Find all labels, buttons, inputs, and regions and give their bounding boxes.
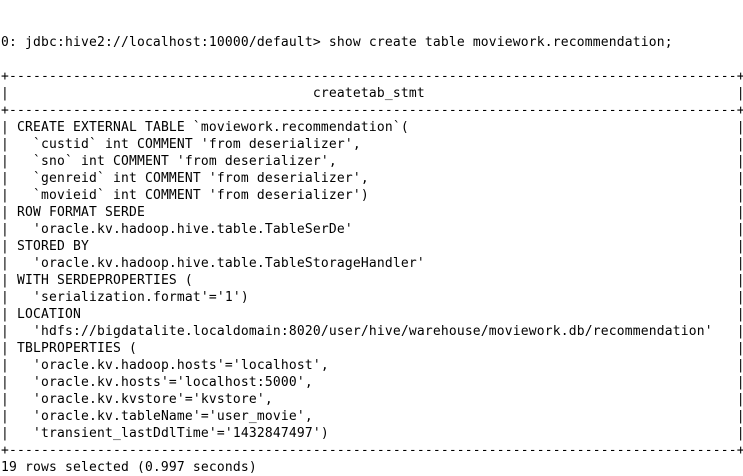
- table-row: | 'serialization.format'='1') |: [1, 290, 743, 305]
- table-border: +---------------------------------------…: [1, 69, 743, 84]
- table-row: | `movieid` int COMMENT 'from deserializ…: [1, 188, 743, 203]
- table-border: +---------------------------------------…: [1, 443, 743, 458]
- row-text: `custid` int COMMENT 'from deserializer'…: [17, 137, 361, 152]
- table-row: | `custid` int COMMENT 'from deserialize…: [1, 137, 743, 152]
- row-text: 'oracle.kv.tableName'='user_movie',: [17, 409, 313, 424]
- table-row: | 'oracle.kv.hadoop.hosts'='localhost', …: [1, 358, 743, 373]
- table-row: | ROW FORMAT SERDE |: [1, 205, 743, 220]
- column-header: createtab_stmt: [312, 86, 425, 101]
- table-row: | `sno` int COMMENT 'from deserializer',…: [1, 154, 743, 169]
- command-line: 0: jdbc:hive2://localhost:10000/default>…: [1, 34, 743, 51]
- table-row: | LOCATION |: [1, 307, 743, 322]
- row-text: STORED BY: [17, 239, 89, 254]
- table-row: | WITH SERDEPROPERTIES ( |: [1, 273, 743, 288]
- table-row: | CREATE EXTERNAL TABLE `moviework.recom…: [1, 120, 743, 135]
- status-line: 19 rows selected (0.997 seconds): [1, 459, 743, 476]
- row-text: 'oracle.kv.hadoop.hive.table.TableSerDe': [17, 222, 353, 237]
- prompt: 0: jdbc:hive2://localhost:10000/default>: [1, 35, 321, 50]
- row-text: 'transient_lastDdlTime'='1432847497'): [17, 426, 329, 441]
- table-row: | 'oracle.kv.tableName'='user_movie', |: [1, 409, 743, 424]
- table-row: | STORED BY |: [1, 239, 743, 254]
- row-text: `genreid` int COMMENT 'from deserializer…: [17, 171, 369, 186]
- table-row: | 'oracle.kv.kvstore'='kvstore', |: [1, 392, 743, 407]
- row-text: 'oracle.kv.kvstore'='kvstore',: [17, 392, 273, 407]
- table-row: | 'oracle.kv.hadoop.hive.table.TableSerD…: [1, 222, 743, 237]
- row-text: `movieid` int COMMENT 'from deserializer…: [17, 188, 369, 203]
- table-header-row: | createtab_stmt |: [1, 86, 743, 101]
- row-text: 'hdfs://bigdatalite.localdomain:8020/use…: [17, 324, 713, 339]
- table-row: | 'oracle.kv.hosts'='localhost:5000', |: [1, 375, 743, 390]
- table-border: +---------------------------------------…: [1, 103, 743, 118]
- table-row: | TBLPROPERTIES ( |: [1, 341, 743, 356]
- table-row: | 'hdfs://bigdatalite.localdomain:8020/u…: [1, 324, 743, 339]
- row-text: LOCATION: [17, 307, 81, 322]
- table-row: | 'transient_lastDdlTime'='1432847497') …: [1, 426, 743, 441]
- row-text: `sno` int COMMENT 'from deserializer',: [17, 154, 337, 169]
- table-row: | 'oracle.kv.hadoop.hive.table.TableStor…: [1, 256, 743, 271]
- row-text: ROW FORMAT SERDE: [17, 205, 145, 220]
- row-text: 'oracle.kv.hadoop.hive.table.TableStorag…: [17, 256, 425, 271]
- row-text: CREATE EXTERNAL TABLE `moviework.recomme…: [17, 120, 409, 135]
- table-row: | `genreid` int COMMENT 'from deserializ…: [1, 171, 743, 186]
- command-text: show create table moviework.recommendati…: [328, 35, 673, 50]
- row-text: 'serialization.format'='1'): [17, 290, 249, 305]
- row-text: TBLPROPERTIES (: [17, 341, 137, 356]
- row-text: WITH SERDEPROPERTIES (: [17, 273, 193, 288]
- row-text: 'oracle.kv.hadoop.hosts'='localhost',: [17, 358, 329, 373]
- status-text: 19 rows selected (0.997 seconds): [1, 460, 257, 475]
- row-text: 'oracle.kv.hosts'='localhost:5000',: [17, 375, 313, 390]
